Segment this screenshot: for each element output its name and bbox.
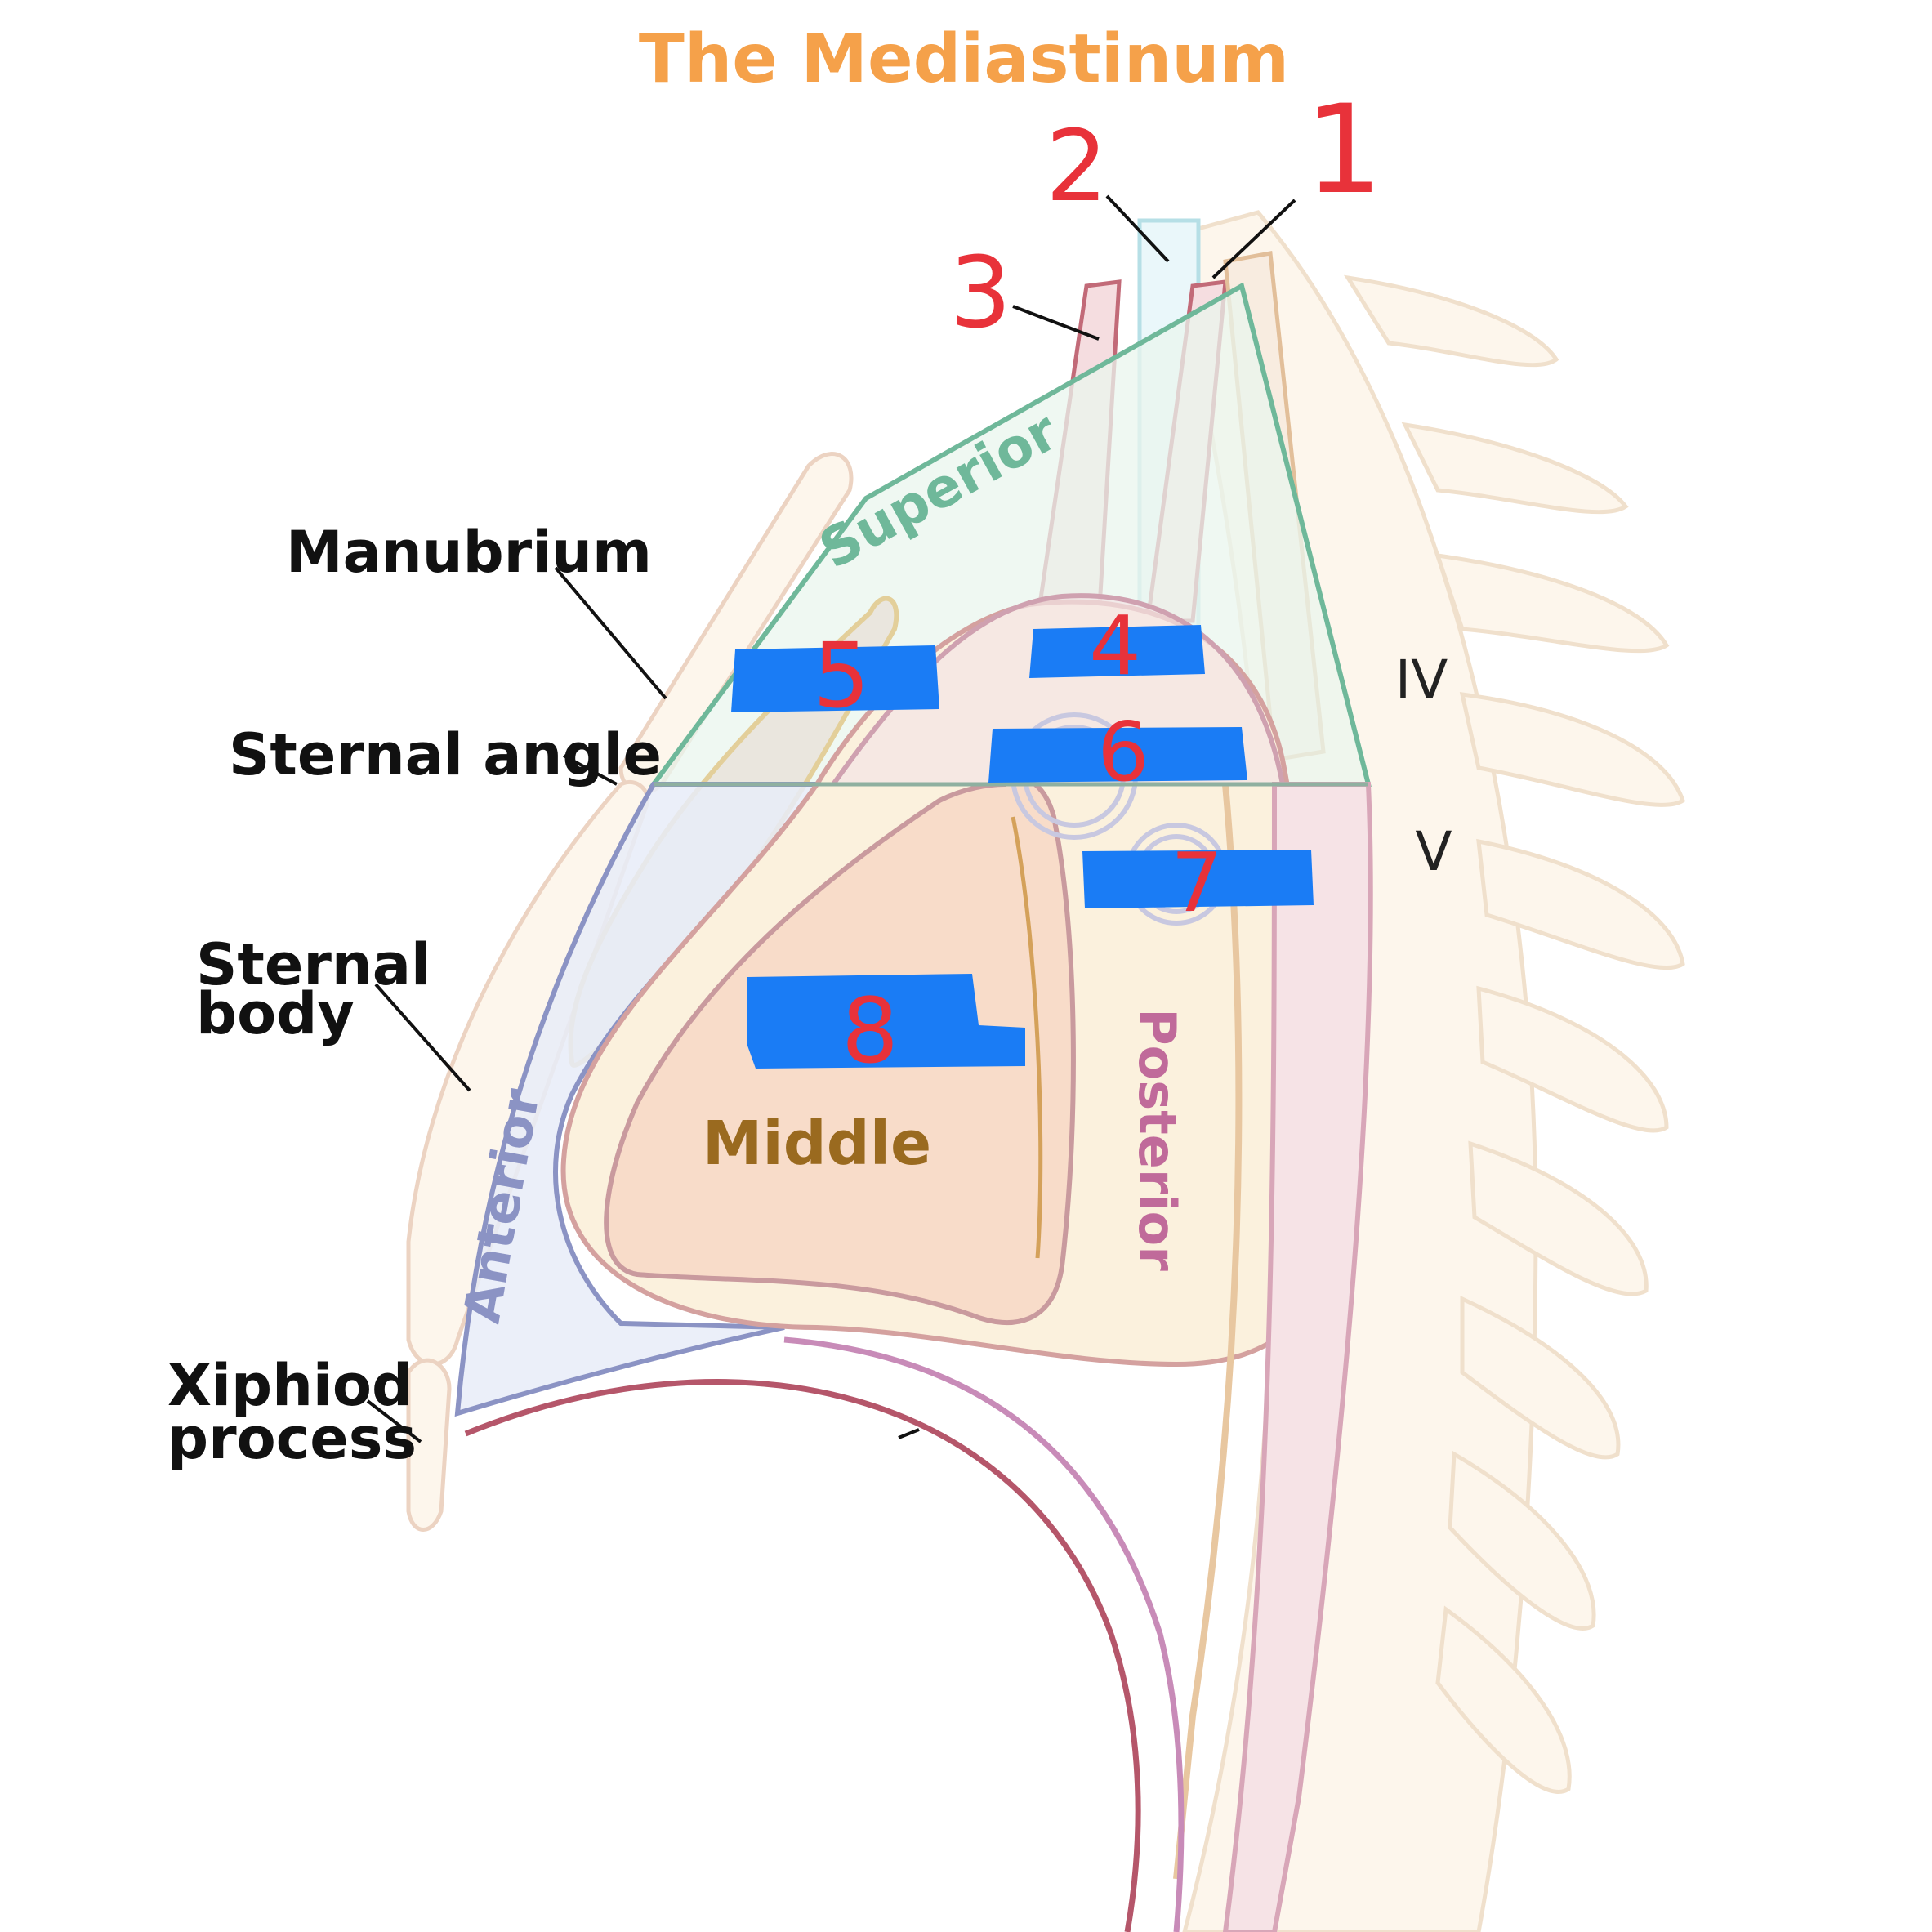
red-numbers: 1 2 3 4 5 6 7 8 [813, 79, 1383, 1083]
xiphoid-label-1: Xiphiod [167, 1352, 413, 1419]
redaction-5 [731, 645, 939, 712]
number-2: 2 [1046, 110, 1108, 224]
number-3: 3 [949, 237, 1011, 350]
page-title: The Mediastinum [639, 20, 1289, 98]
number-7: 7 [1171, 835, 1223, 930]
middle-label: Middle [703, 1109, 932, 1179]
redaction-marks [731, 625, 1314, 1069]
sternal-angle-label: Sternal angle [229, 721, 662, 788]
level-iv: IV [1395, 649, 1448, 712]
redaction-6 [988, 727, 1247, 783]
redaction-8 [747, 974, 1025, 1069]
leader-lines [366, 194, 1296, 1443]
descending-aorta [1173, 783, 1243, 1880]
number-6: 6 [1097, 704, 1149, 800]
manubrium-label: Manubrium [286, 519, 652, 586]
sternal-body-label-2: body [196, 980, 355, 1047]
redaction-4 [1029, 625, 1205, 678]
level-v: V [1415, 820, 1452, 883]
redaction-7 [1082, 850, 1314, 908]
diaphragm [464, 1336, 1185, 1932]
heart-inner [1011, 816, 1043, 1259]
xiphoid-label-2: process [167, 1405, 417, 1472]
posterior-label: Posterior [1127, 1008, 1187, 1271]
posterior-region [1222, 782, 1373, 1932]
number-4: 4 [1089, 598, 1141, 694]
sternal-body-label-1: Sternal [196, 931, 431, 998]
number-8: 8 [841, 979, 899, 1083]
number-1: 1 [1305, 79, 1382, 221]
xiphoid-bone [406, 1358, 452, 1532]
number-5: 5 [813, 623, 870, 728]
